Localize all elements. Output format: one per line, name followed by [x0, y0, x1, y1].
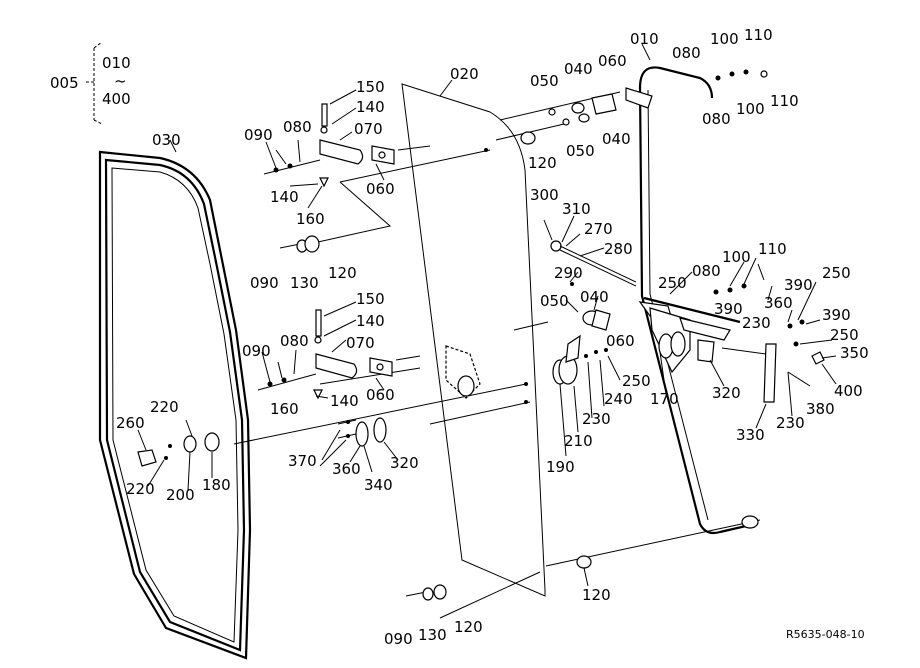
part-number-labels: 030 020 010 150 140 070 090 080 140 060 …	[116, 26, 869, 648]
label-330: 330	[736, 426, 765, 444]
label-range-last: 400	[102, 90, 131, 108]
label-130-bottom: 130	[418, 626, 447, 644]
label-060-c: 060	[598, 52, 627, 70]
label-220-bottom: 220	[126, 480, 155, 498]
label-100-b: 100	[736, 100, 765, 118]
lower-link-hardware	[337, 419, 357, 439]
label-340: 340	[364, 476, 393, 494]
label-005: 005	[50, 74, 79, 92]
label-390-a: 390	[784, 276, 813, 294]
label-050-c: 050	[540, 292, 569, 310]
label-250-a: 250	[822, 264, 851, 282]
label-070-low: 070	[346, 334, 375, 352]
label-180: 180	[202, 476, 231, 494]
label-070-top: 070	[354, 120, 383, 138]
label-300: 300	[530, 186, 559, 204]
label-110-a: 110	[744, 26, 773, 44]
label-250-c: 250	[830, 326, 859, 344]
label-100-a: 100	[710, 30, 739, 48]
label-230-c: 230	[776, 414, 805, 432]
label-080-e: 080	[692, 262, 721, 280]
label-240: 240	[604, 390, 633, 408]
label-030: 030	[152, 131, 181, 149]
label-370: 370	[288, 452, 317, 470]
label-380: 380	[806, 400, 835, 418]
label-120-mid: 120	[328, 264, 357, 282]
label-060-d: 060	[606, 332, 635, 350]
label-360-high: 360	[764, 294, 793, 312]
label-140-low2: 140	[330, 392, 359, 410]
label-080-d: 080	[702, 110, 731, 128]
label-280: 280	[604, 240, 633, 258]
label-250-b: 250	[658, 274, 687, 292]
label-150-low: 150	[356, 290, 385, 308]
label-040-a: 040	[564, 60, 593, 78]
label-110-b: 110	[770, 92, 799, 110]
label-310: 310	[562, 200, 591, 218]
label-020: 020	[450, 65, 479, 83]
label-080-c: 080	[672, 44, 701, 62]
label-110-c: 110	[758, 240, 787, 258]
label-040-c: 040	[580, 288, 609, 306]
label-150-top: 150	[356, 78, 385, 96]
label-090-bottom: 090	[384, 630, 413, 648]
label-160-low: 160	[270, 400, 299, 418]
label-320-high: 320	[712, 384, 741, 402]
drawing-reference: R5635-048-10	[786, 628, 865, 641]
label-090-top: 090	[244, 126, 273, 144]
lower-hinge-assembly	[257, 309, 528, 447]
label-range-tilde: ~	[114, 72, 127, 90]
label-390-c: 390	[822, 306, 851, 324]
assembly-lines	[233, 91, 761, 619]
label-080-low: 080	[280, 332, 309, 350]
label-050-a: 050	[530, 72, 559, 90]
label-140-top: 140	[356, 98, 385, 116]
label-230-a: 230	[742, 314, 771, 332]
label-360-low: 360	[332, 460, 361, 478]
upper-right-hardware	[520, 69, 768, 145]
range-bracket: 005 010 ~ 400	[50, 41, 131, 125]
label-140-low: 140	[356, 312, 385, 330]
label-060-top: 060	[366, 180, 395, 198]
upper-hinge-assembly	[263, 103, 488, 253]
door-seal-030	[98, 150, 252, 660]
latch-knob-hardware	[137, 432, 592, 601]
label-220-top: 220	[150, 398, 179, 416]
label-090-low: 090	[242, 342, 271, 360]
label-160-top: 160	[296, 210, 325, 228]
label-080-top: 080	[283, 118, 312, 136]
label-270: 270	[584, 220, 613, 238]
label-230-b: 230	[582, 410, 611, 428]
label-260: 260	[116, 414, 145, 432]
latch-assembly	[550, 240, 825, 403]
label-320-low: 320	[390, 454, 419, 472]
label-090-mid: 090	[250, 274, 279, 292]
label-140-mid: 140	[270, 188, 299, 206]
label-400: 400	[834, 382, 863, 400]
label-190: 190	[546, 458, 575, 476]
label-120-bottom: 120	[454, 618, 483, 636]
glass-panel-020	[401, 83, 546, 597]
label-100-c: 100	[722, 248, 751, 266]
label-130-mid: 130	[290, 274, 319, 292]
label-390-b: 390	[714, 300, 743, 318]
leader-lines	[137, 43, 837, 587]
label-060-low: 060	[366, 386, 395, 404]
label-010: 010	[630, 30, 659, 48]
label-120-c: 120	[528, 154, 557, 172]
label-200: 200	[166, 486, 195, 504]
label-050-b: 050	[566, 142, 595, 160]
label-range-first: 010	[102, 54, 131, 72]
label-210: 210	[564, 432, 593, 450]
label-350: 350	[840, 344, 869, 362]
label-120-d: 120	[582, 586, 611, 604]
label-040-b: 040	[602, 130, 631, 148]
label-250-d: 250	[622, 372, 651, 390]
label-290: 290	[554, 264, 583, 282]
label-170: 170	[650, 390, 679, 408]
